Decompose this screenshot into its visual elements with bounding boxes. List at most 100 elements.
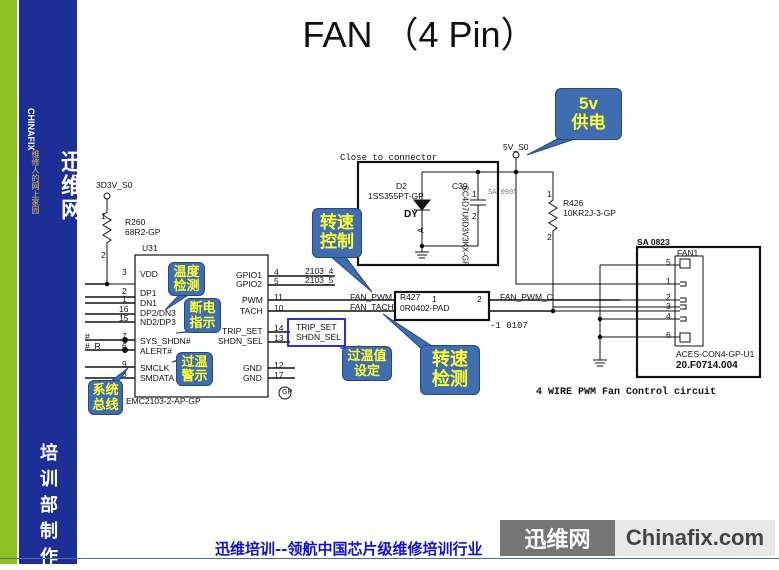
callout-shdn: 断电指示	[184, 298, 221, 333]
fan1-body	[674, 255, 704, 347]
dept-char: 制	[40, 521, 58, 541]
callout-text: 系统	[92, 382, 119, 398]
rail-3d3v: 3D3V_S0	[96, 180, 133, 190]
pin-name: ALERT#	[140, 346, 172, 356]
callout-speed-detect: 转速检测	[420, 345, 480, 395]
pin-name: SHDN_SEL	[218, 336, 263, 346]
r260-ref: R260	[125, 217, 146, 227]
callout-text: 总线	[92, 396, 119, 412]
connector-pn: 20.F0714.004	[676, 360, 738, 371]
r426-value: 10KR2J-3-GP	[563, 208, 616, 218]
callout-text: 转速	[432, 349, 468, 370]
pin-name: TRIP_SET	[222, 326, 263, 336]
slide-border	[0, 558, 779, 559]
r427-box	[393, 290, 491, 322]
pin-name: GND	[243, 363, 262, 373]
d2-part: 1SS355PT-GP	[368, 191, 424, 201]
pin-num: 1	[666, 276, 671, 286]
pin-num: 13	[274, 333, 284, 343]
dy-label: DY	[404, 209, 418, 220]
green-strip	[0, 0, 17, 564]
callout-text: 过温值	[347, 348, 387, 364]
callout-text: 转速	[320, 213, 354, 233]
r426-ref: R426	[563, 198, 584, 208]
pin-num: 17	[274, 370, 284, 380]
pin-name: ND2/DP3	[140, 317, 176, 327]
brand-logo-text: 迅维网	[58, 150, 83, 222]
pin-name: SYS_SHDN#	[140, 336, 191, 346]
pin-num: 12	[274, 360, 284, 370]
net-shdn-sel: SHDN_SEL	[296, 332, 341, 342]
callout-text: 温度	[173, 263, 200, 279]
callout-text: 指示	[189, 314, 216, 330]
callout-text: 控制	[320, 232, 354, 251]
rail-5v: 5V_S0	[503, 142, 529, 152]
pin-num: 2	[122, 286, 127, 296]
u31-part: EMC2103-2-AP-GP	[126, 396, 201, 406]
pin-num: 4	[274, 267, 279, 277]
connector-part: ACES-CON4-GP-U1	[676, 349, 755, 359]
callout-text: 5v	[579, 94, 598, 114]
callout-text: 过温	[181, 353, 208, 369]
pin-name: DP1	[140, 288, 157, 298]
sa-note: SA 0905	[488, 189, 518, 197]
net-label: #	[85, 331, 90, 341]
pin-num: 11	[274, 292, 283, 302]
r260-value: 68R2-GP	[125, 227, 161, 237]
watermark: 迅维网 Chinafix.com	[500, 520, 775, 556]
pin-name: GPIO2	[236, 279, 262, 289]
r426-resistor	[548, 172, 558, 311]
r260-resistor	[102, 199, 135, 285]
pin-num: 1	[472, 189, 477, 199]
brand-en: CHINAFIX	[26, 108, 36, 151]
callout-text: 检测	[173, 278, 200, 293]
pin-num: 1	[432, 294, 437, 304]
pin-name: DP2/DN3	[140, 308, 176, 318]
pin-name: TACH	[240, 306, 263, 316]
fan1-ref: FAN1	[677, 248, 699, 258]
callout-text: 供电	[571, 113, 606, 132]
pin-name: GND	[243, 373, 262, 383]
gp-mark	[278, 386, 292, 400]
callout-bus: 系统总线	[88, 380, 123, 415]
watermark-en: Chinafix.com	[615, 520, 775, 556]
dept-char: 培	[40, 443, 58, 463]
pin-name: VDD	[140, 269, 158, 279]
net-gpio1: 2103_4	[305, 266, 334, 276]
u31-body	[134, 254, 269, 398]
pin-num: 16	[119, 304, 129, 314]
brand-slogan: 维修人的网上家园	[31, 150, 40, 214]
r427-note: -1 0107	[490, 321, 528, 331]
pin-num: 1	[122, 294, 127, 304]
connector-note: SA 0823	[637, 237, 670, 247]
callout-alert: 过温警示	[176, 352, 213, 386]
pin-num: 2	[101, 250, 106, 260]
pin-num: 9	[122, 359, 127, 369]
pin-num: 4	[666, 311, 671, 321]
pin-num: 2	[477, 294, 482, 304]
callout-text: 检测	[432, 369, 468, 389]
pin-name: DN1	[140, 298, 158, 308]
pin-num: 3	[666, 301, 671, 311]
callout-text: 警示	[181, 368, 208, 383]
pin-num: 1	[547, 189, 552, 199]
pin-num: 10	[274, 303, 284, 313]
net-trip-set: TRIP_SET	[296, 322, 337, 332]
close-to-connector-label: Close to connector	[340, 153, 438, 163]
pin-num: 3	[122, 267, 127, 277]
gp-label: GP	[282, 389, 293, 396]
pin-num: 1	[101, 211, 106, 221]
net-fan-pwm-c: FAN_PWM_C	[500, 292, 553, 302]
pin-num: 2	[666, 292, 671, 302]
pin-name: GPIO1	[236, 270, 262, 280]
d2-ref: D2	[396, 181, 407, 191]
d2-diode	[412, 199, 432, 211]
net-fan-pwm: FAN_PWM	[350, 292, 393, 302]
circuit-caption: 4 WIRE PWM Fan Control circuit	[536, 387, 717, 398]
pin-name: SMDATA	[140, 373, 175, 383]
u31-ref: U31	[142, 243, 158, 253]
pin-num: 15	[119, 313, 129, 323]
watermark-cn: 迅维网	[500, 520, 615, 556]
